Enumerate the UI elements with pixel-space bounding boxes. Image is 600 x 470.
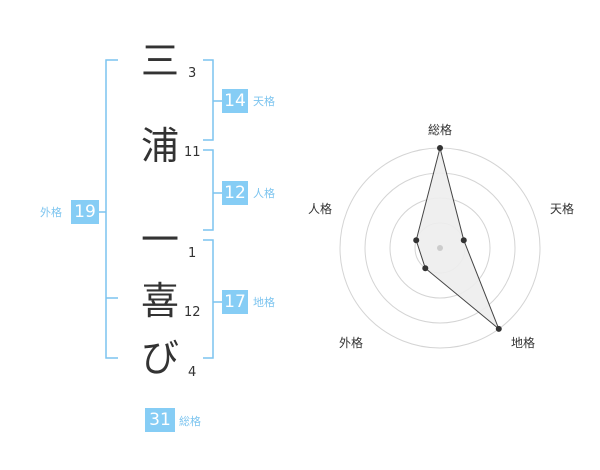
soukaku-value: 31 <box>145 408 175 432</box>
stroke-count-1: 3 <box>188 66 197 81</box>
name-char-5: び <box>140 336 179 380</box>
soukaku-label: 総格 <box>179 415 201 428</box>
tenkaku-value: 14 <box>222 89 248 113</box>
name-char-3: 一 <box>140 218 179 262</box>
stroke-count-3: 1 <box>188 246 197 261</box>
radar-points <box>413 145 502 332</box>
jinkaku-bracket <box>203 149 222 231</box>
tenkaku-bracket <box>203 59 222 141</box>
radar-point-3 <box>495 325 502 332</box>
radar-point-4 <box>422 265 429 272</box>
radar-label-chikaku: 地格 <box>511 336 536 350</box>
radar-polygon <box>415 147 500 330</box>
stroke-count-5: 4 <box>188 365 197 380</box>
stroke-count-4: 12 <box>184 305 201 320</box>
radar-label-gaikaku: 外格 <box>339 336 364 350</box>
chikaku-value: 17 <box>222 290 248 314</box>
chikaku-label: 地格 <box>253 296 275 309</box>
name-char-2: 浦 <box>140 124 179 168</box>
radar-label-tenkaku: 天格 <box>550 202 575 216</box>
stroke-count-2: 11 <box>184 145 201 160</box>
gaikaku-value: 19 <box>71 200 99 224</box>
name-char-4: 喜 <box>140 279 179 323</box>
radar-label-soukaku: 総格 <box>428 123 453 137</box>
radar-point-2 <box>460 237 467 244</box>
chikaku-bracket <box>203 239 222 359</box>
radar-point-1 <box>437 145 443 151</box>
radar-label-jinkaku: 人格 <box>308 202 333 216</box>
radar-center-dot <box>437 245 443 251</box>
radar-point-5 <box>413 237 420 244</box>
name-char-1: 三 <box>140 39 179 83</box>
jinkaku-label: 人格 <box>253 187 275 200</box>
jinkaku-value: 12 <box>222 181 248 205</box>
gaikaku-label: 外格 <box>40 206 62 219</box>
tenkaku-label: 天格 <box>253 95 275 108</box>
